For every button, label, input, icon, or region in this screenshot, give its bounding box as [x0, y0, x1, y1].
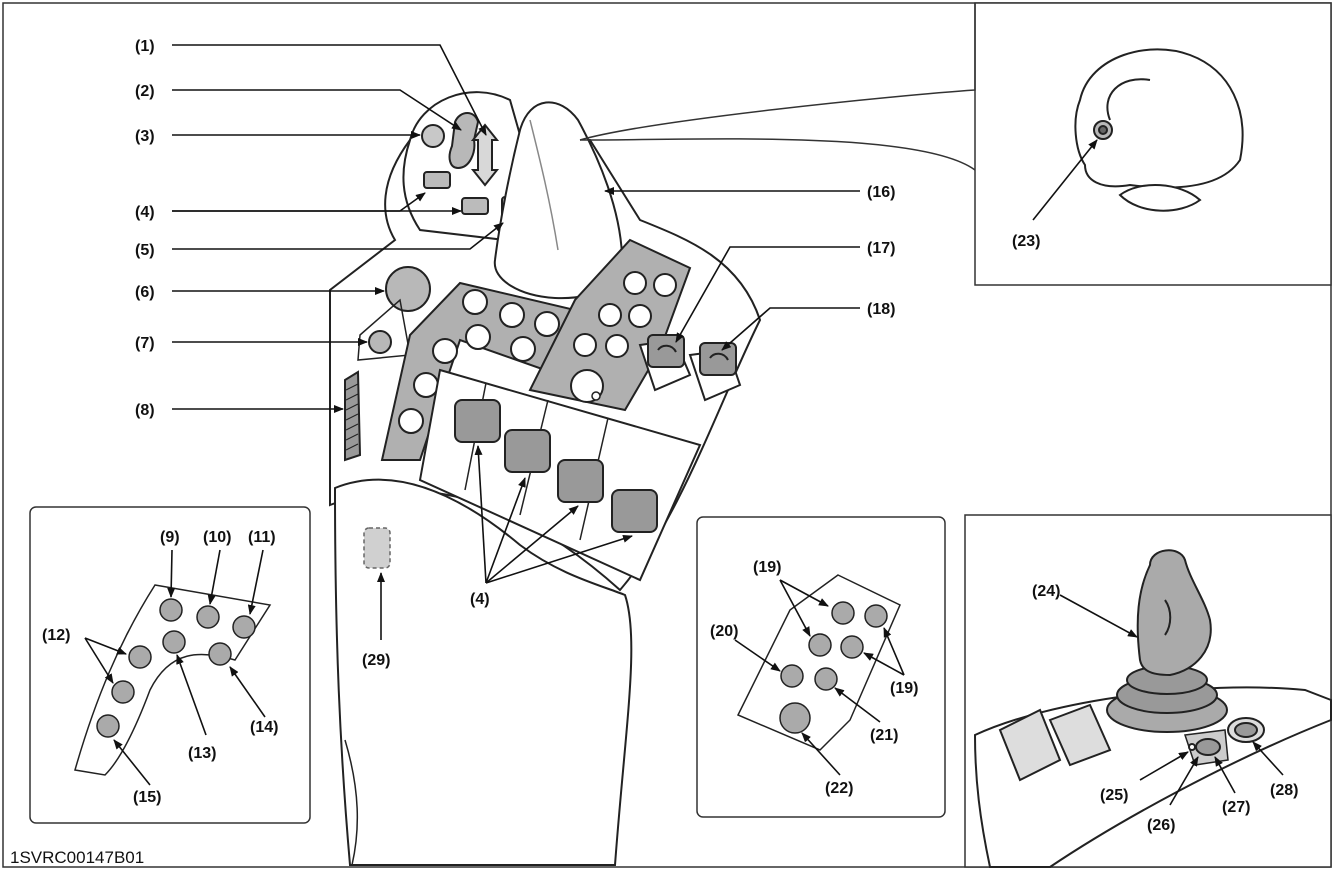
- main-joystick-illustration: [973, 549, 1332, 868]
- inset-connector-upper: [579, 3, 976, 141]
- inset-connector-lower: [579, 138, 976, 171]
- armrest-pad: [333, 478, 633, 866]
- callout-4-levers: (4): [470, 591, 490, 608]
- callout-17: (17): [867, 240, 895, 257]
- callout-4: (4): [135, 204, 155, 221]
- callout-9: (9): [160, 529, 180, 546]
- callout-20: (20): [710, 623, 738, 640]
- button-panel-left: [380, 281, 577, 461]
- slider-levers: [418, 368, 702, 582]
- callout-3: (3): [135, 128, 155, 145]
- callout-19-right: (19): [890, 680, 918, 697]
- left-buttons: [357, 260, 440, 361]
- callout-26: (26): [1147, 817, 1175, 834]
- joystick-head: [402, 91, 532, 242]
- callout-2: (2): [135, 83, 155, 100]
- callout-6: (6): [135, 284, 155, 301]
- callout-16: (16): [867, 184, 895, 201]
- callout-25: (25): [1100, 787, 1128, 804]
- callout-5: (5): [135, 242, 155, 259]
- callout-12: (12): [42, 627, 70, 644]
- callout-23: (23): [1012, 233, 1040, 250]
- hidden-switch-29: [363, 527, 391, 569]
- callout-11: (11): [248, 529, 276, 546]
- callout-15: (15): [133, 789, 161, 806]
- callout-13: (13): [188, 745, 216, 762]
- rocker-switches: [638, 334, 742, 402]
- callout-29: (29): [362, 652, 390, 669]
- button-layout-right-plate: [736, 574, 901, 751]
- leader-lines: [84, 44, 1284, 806]
- callout-labels: (1) (2) (3) (4) (5) (6) (7) (8) (9) (10)…: [42, 38, 1298, 834]
- callout-27: (27): [1222, 799, 1250, 816]
- grip-rear-illustration: [1074, 48, 1244, 212]
- button-layout-left-plate: [74, 584, 272, 776]
- callout-10: (10): [203, 529, 231, 546]
- callout-19-top: (19): [753, 559, 781, 576]
- callout-1: (1): [135, 38, 155, 55]
- callout-21: (21): [870, 727, 898, 744]
- callout-28: (28): [1270, 782, 1298, 799]
- button-panel-right: [528, 238, 692, 412]
- callout-7: (7): [135, 335, 155, 352]
- callout-24: (24): [1032, 583, 1060, 600]
- callout-18: (18): [867, 301, 895, 318]
- figure-code: 1SVRC00147B01: [10, 848, 144, 867]
- callout-8: (8): [135, 402, 155, 419]
- callout-22: (22): [825, 780, 853, 797]
- jog-wheel: [344, 370, 362, 462]
- callout-14: (14): [250, 719, 278, 736]
